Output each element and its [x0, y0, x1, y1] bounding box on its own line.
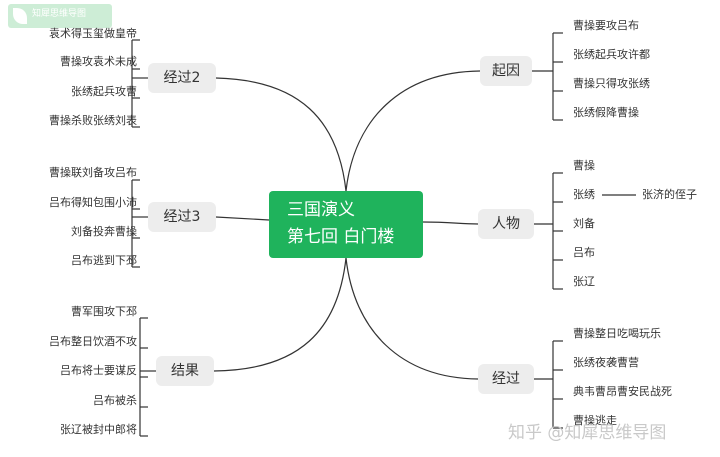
topic-label: 经过	[492, 371, 520, 387]
topic-left-1[interactable]: 经过2	[148, 63, 216, 93]
leaf-item[interactable]: 吕布整日饮酒不攻	[49, 335, 137, 348]
leaf-item[interactable]: 曹操要攻吕布	[573, 19, 639, 32]
topic-left-3[interactable]: 结果	[156, 356, 214, 386]
leaf-item[interactable]: 曹操	[573, 159, 595, 172]
topic-left-2[interactable]: 经过3	[148, 202, 216, 232]
topic-right-3[interactable]: 经过	[478, 364, 534, 394]
leaf-item[interactable]: 吕布逃到下邳	[71, 254, 137, 267]
leaf-item[interactable]: 吕布被杀	[93, 394, 137, 407]
leaf-item[interactable]: 刘备	[573, 217, 595, 230]
branch-curve-right-2	[422, 221, 479, 225]
leaf-item[interactable]: 张绣	[573, 188, 595, 201]
leaf-sub-item[interactable]: 张济的侄子	[642, 188, 697, 201]
leaf-item[interactable]: 曹操杀败张绣刘表	[49, 114, 137, 127]
leaf-item[interactable]: 曹军围攻下邳	[71, 305, 137, 318]
logo-title: 知犀思维导图	[32, 9, 87, 19]
topic-label: 人物	[492, 216, 520, 232]
leaf-item[interactable]: 吕布	[573, 246, 595, 259]
leaf-item[interactable]: 吕布将士要谋反	[60, 364, 137, 377]
leaf-item[interactable]: 曹操攻袁术未成	[60, 55, 137, 68]
topic-right-2[interactable]: 人物	[478, 209, 534, 239]
logo-leaf-icon	[13, 8, 27, 24]
branch-curve-left-1	[215, 77, 347, 192]
branch-curve-right-3	[345, 257, 479, 380]
topic-label: 起因	[492, 63, 520, 79]
watermark-logo: 知犀思维导图	[8, 4, 112, 28]
central-topic[interactable]: 三国演义 第七回 白门楼	[269, 191, 423, 258]
leaf-item[interactable]: 张辽被封中郎将	[60, 423, 137, 436]
topic-label: 经过3	[163, 209, 201, 225]
leaf-item[interactable]: 曹操整日吃喝玩乐	[573, 327, 661, 340]
branch-curve-left-2	[215, 216, 270, 221]
leaf-item[interactable]: 曹操逃走	[573, 414, 617, 427]
leaf-item[interactable]: 曹操只得攻张绣	[573, 77, 650, 90]
leaf-item[interactable]: 吕布得知包围小沛	[49, 196, 137, 209]
leaf-item[interactable]: 张辽	[573, 275, 595, 288]
topic-right-1[interactable]: 起因	[480, 56, 532, 86]
topic-label: 经过2	[163, 70, 201, 86]
leaf-item[interactable]: 张绣起兵攻许都	[573, 48, 650, 61]
central-topic-title: 三国演义	[287, 200, 355, 220]
leaf-item[interactable]: 张绣起兵攻曹	[71, 85, 137, 98]
leaf-item[interactable]: 典韦曹昂曹安民战死	[573, 385, 672, 398]
central-topic-subtitle: 第七回 白门楼	[287, 227, 395, 247]
branch-curve-right-1	[345, 70, 481, 192]
branch-curve-left-3	[213, 257, 347, 372]
leaf-item[interactable]: 张绣假降曹操	[573, 106, 639, 119]
leaf-item[interactable]: 张绣夜袭曹营	[573, 356, 639, 369]
leaf-item[interactable]: 曹操联刘备攻吕布	[49, 166, 137, 179]
zhihu-watermark: 知乎 @知犀思维导图	[508, 423, 667, 443]
leaf-item[interactable]: 袁术得玉玺做皇帝	[49, 27, 137, 40]
topic-label: 结果	[171, 363, 199, 379]
leaf-item[interactable]: 刘备投奔曹操	[71, 225, 137, 238]
